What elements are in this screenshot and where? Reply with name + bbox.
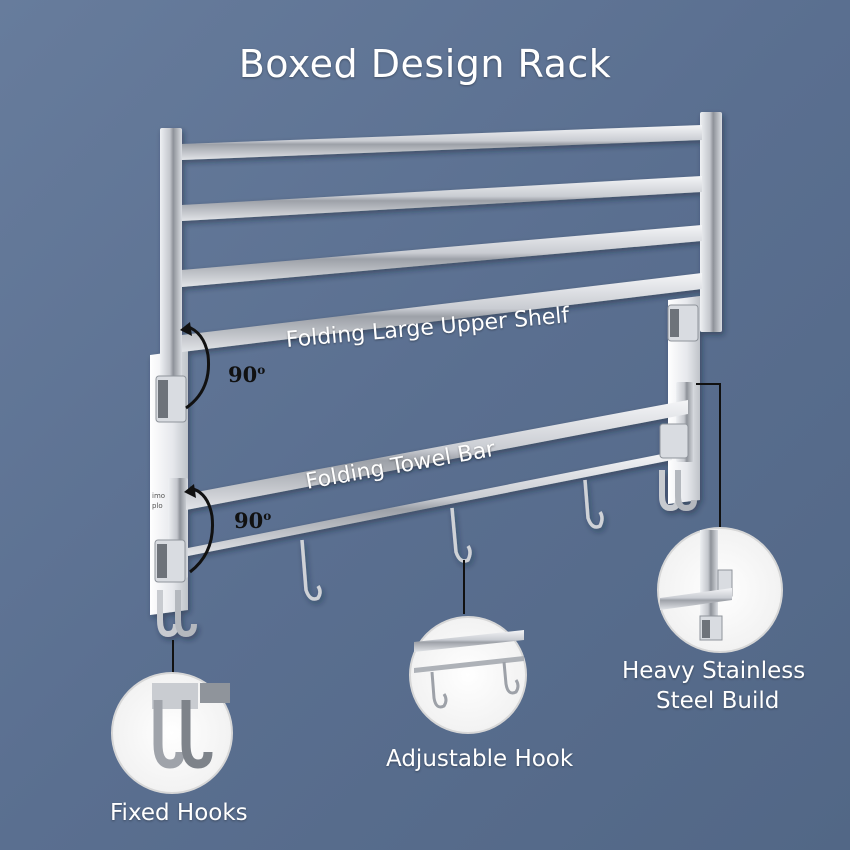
upper-bar-2 <box>182 176 702 221</box>
adjustable-hook-1 <box>300 539 322 601</box>
upper-bar-1 <box>182 125 702 160</box>
bracket-text-1: imo <box>152 492 165 500</box>
upper-bar-3 <box>182 225 702 287</box>
fixed-hooks-label: Fixed Hooks <box>110 800 248 826</box>
upper-angle-value: 90 <box>228 362 258 387</box>
fixed-hook-right-2 <box>675 470 697 512</box>
adjustable-hook-detail <box>409 616 527 734</box>
upper-angle-label: 90o <box>228 362 265 387</box>
upper-left-arm <box>160 128 182 398</box>
upper-bar-4 <box>182 273 702 352</box>
page-title: Boxed Design Rack <box>238 42 612 86</box>
towel-rail <box>186 400 688 510</box>
lower-rotation-arrow <box>189 486 215 574</box>
adjustable-hook-label: Adjustable Hook <box>386 746 574 772</box>
lower-degree-mark: o <box>263 509 272 523</box>
steel-build-label-1: Heavy Stainless <box>622 658 806 684</box>
steel-build-leader <box>696 383 721 530</box>
fixed-hook-left-2 <box>175 590 197 638</box>
lower-angle-value: 90 <box>234 508 264 533</box>
upper-degree-mark: o <box>257 363 266 377</box>
hook-rod <box>188 452 672 556</box>
fixed-hook-left-1 <box>157 590 179 638</box>
lower-right-hinge <box>659 423 689 459</box>
steel-build-detail <box>657 527 783 653</box>
lower-angle-label: 90o <box>234 508 271 533</box>
steel-build-label-2: Steel Build <box>656 688 780 714</box>
fixed-hooks-detail <box>111 672 233 794</box>
bracket-text-2: plo <box>152 502 163 510</box>
upper-rotation-arrow <box>185 324 211 410</box>
adjustable-hook-3 <box>583 479 604 529</box>
adjustable-hook-2 <box>450 507 472 563</box>
adjustable-hooks <box>300 479 604 601</box>
upper-right-arm <box>700 112 722 332</box>
